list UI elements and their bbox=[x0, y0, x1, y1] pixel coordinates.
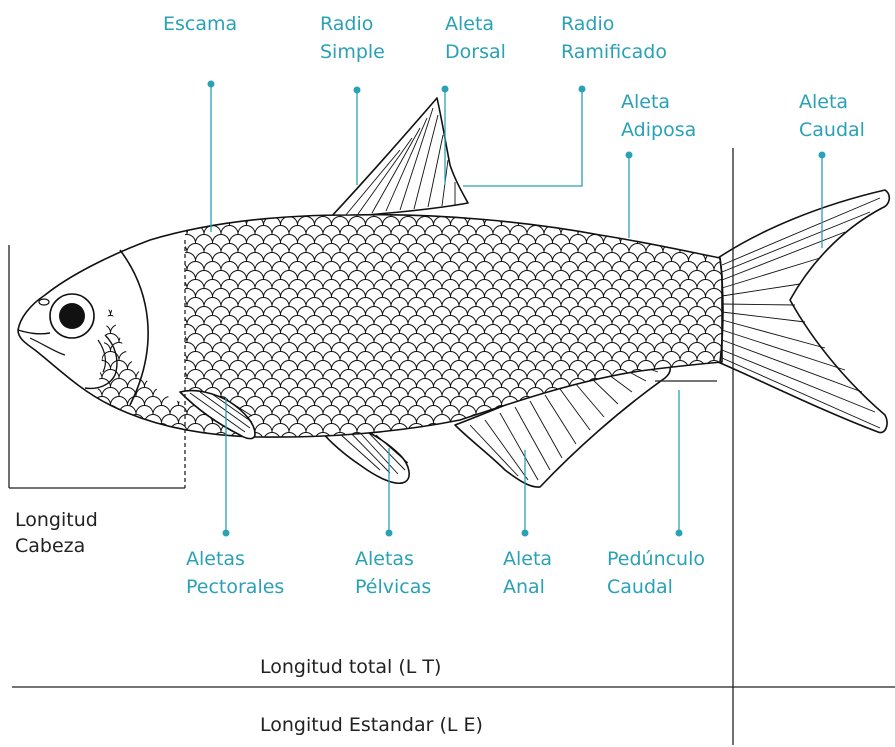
label-aleta-anal-line2: Anal bbox=[503, 576, 545, 598]
label-escama: Escama bbox=[163, 13, 237, 35]
label-aleta-caudal-line2: Caudal bbox=[799, 119, 865, 141]
leader-radio-simple bbox=[354, 87, 361, 186]
label-longitud-cabeza-line2: Cabeza bbox=[15, 535, 85, 557]
label-aleta-anal-line1: Aleta bbox=[503, 548, 552, 570]
label-aleta-adiposa-line1: Aleta bbox=[621, 91, 670, 113]
label-radio-ramificado-line2: Ramificado bbox=[561, 41, 667, 63]
dorsal-fin bbox=[330, 98, 468, 218]
leader-escama bbox=[208, 81, 215, 233]
caudal-fin bbox=[718, 190, 889, 433]
label-longitud-estandar: Longitud Estandar (L E) bbox=[260, 714, 483, 736]
leader-radio-ramificado bbox=[463, 86, 586, 187]
label-pedunculo-caudal-line2: Caudal bbox=[607, 576, 673, 598]
label-longitud-total: Longitud total (L T) bbox=[260, 656, 441, 678]
label-pedunculo-caudal-line1: Pedúnculo bbox=[607, 548, 705, 570]
leader-pedunculo-caudal bbox=[676, 390, 683, 537]
label-longitud-cabeza-line1: Longitud bbox=[15, 509, 98, 531]
label-aleta-adiposa-line2: Adiposa bbox=[621, 119, 696, 141]
label-aleta-dorsal-line1: Aleta bbox=[445, 13, 494, 35]
label-radio-simple-line1: Radio bbox=[320, 13, 373, 35]
label-radio-ramificado-line1: Radio bbox=[561, 13, 614, 35]
label-aletas-pectorales-line1: Aletas bbox=[186, 548, 245, 570]
label-aletas-pectorales-line2: Pectorales bbox=[186, 576, 284, 598]
label-aletas-pelvicas-line2: Pélvicas bbox=[355, 576, 431, 598]
label-aletas-pelvicas-line1: Aletas bbox=[355, 548, 414, 570]
label-aleta-dorsal-line2: Dorsal bbox=[445, 41, 506, 63]
label-aleta-caudal-line1: Aleta bbox=[799, 91, 848, 113]
label-radio-simple-line2: Simple bbox=[320, 41, 385, 63]
eye-pupil bbox=[59, 303, 85, 329]
leader-aleta-adiposa bbox=[626, 152, 633, 239]
